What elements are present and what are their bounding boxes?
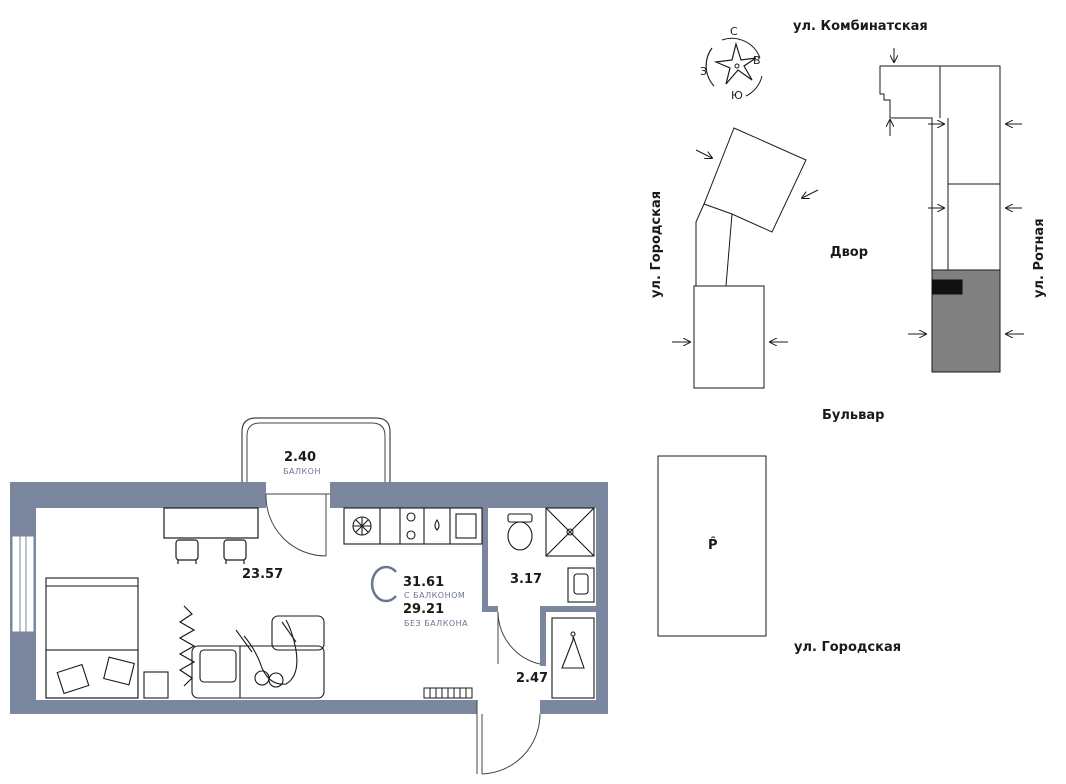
- total-area-with-balcony: 31.61: [403, 575, 445, 590]
- compass-south: Ю: [731, 89, 743, 102]
- parking-area: [657, 455, 767, 637]
- entrance-marker: [931, 279, 963, 295]
- total-area-without-balcony: 29.21: [403, 602, 445, 617]
- total-area-letter: [370, 565, 397, 603]
- site-plan: [657, 37, 1024, 637]
- compass-rose: [705, 37, 763, 97]
- plant: [178, 605, 196, 687]
- total-area-with-balcony-label: С БАЛКОНОМ: [404, 591, 466, 600]
- dining-table: [163, 507, 259, 564]
- total-area-without-balcony-label: БЕЗ БАЛКОНА: [404, 619, 469, 628]
- balcony-outline: [241, 417, 391, 484]
- compass-west: З: [700, 65, 708, 78]
- yard-label: Двор: [830, 245, 869, 260]
- balcony-label: БАЛКОН: [283, 467, 321, 476]
- living-room-area: 23.57: [242, 567, 284, 582]
- entry-arrows: [672, 48, 1024, 342]
- compass-east: В: [753, 54, 761, 67]
- wardrobe: [551, 617, 595, 699]
- bathroom-area: 3.17: [510, 572, 543, 587]
- apartment-plan: [10, 417, 608, 775]
- kitchen-counter: [343, 507, 483, 545]
- radiator: [423, 687, 473, 699]
- building-left-tilted: [695, 127, 807, 287]
- balcony-area: 2.40: [284, 450, 317, 465]
- sofa: [191, 615, 325, 699]
- hallway-area: 2.47: [516, 671, 549, 686]
- parking-label: P̂: [708, 538, 718, 553]
- bathroom-door: [497, 611, 541, 665]
- compass-north: С: [730, 25, 738, 38]
- window-left: [11, 535, 35, 633]
- entrance-door: [476, 700, 541, 775]
- street-right: ул. Ротная: [1032, 218, 1047, 298]
- street-top: ул. Комбинатская: [793, 19, 928, 34]
- bed: [45, 577, 139, 699]
- street-bottom: ул. Городская: [794, 640, 902, 655]
- street-left: ул. Городская: [649, 190, 664, 298]
- bathroom-fixtures: [507, 507, 595, 603]
- building-left-lower: [693, 285, 765, 389]
- bathroom-walls: [482, 502, 598, 666]
- nightstand: [143, 671, 169, 699]
- balcony-door: [265, 493, 330, 557]
- boulevard-label: Бульвар: [822, 408, 885, 423]
- exterior-walls: [10, 482, 608, 714]
